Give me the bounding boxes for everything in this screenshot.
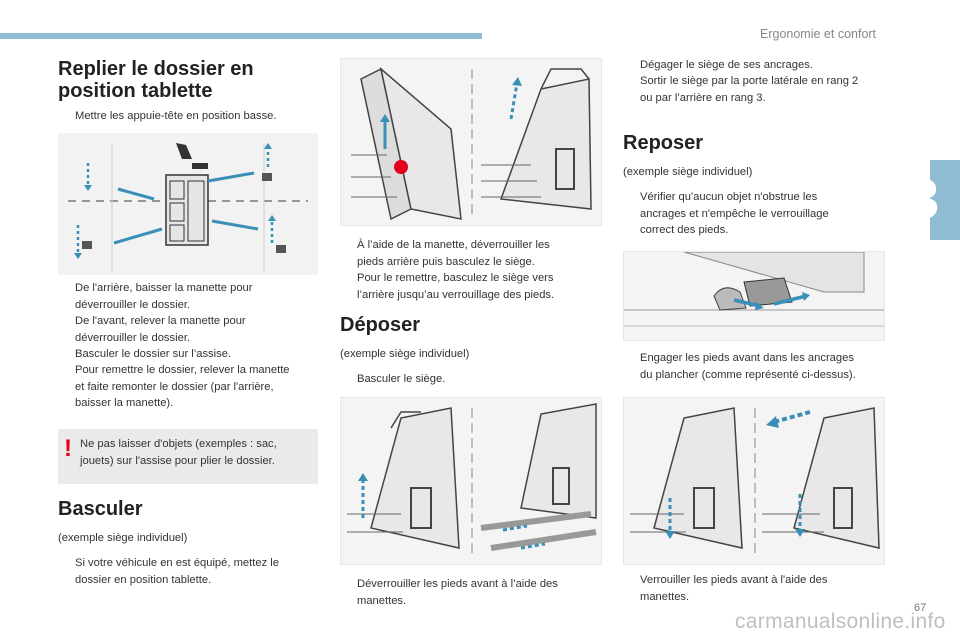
instruction-bullet: Basculer le siège.: [340, 371, 604, 388]
bullet-text: ou par l’arrière en rang 3.: [640, 91, 766, 104]
instruction-bullet: Si votre véhicule en est équipé, mettez …: [58, 555, 322, 588]
bullet-text: Dégager le siège de ses ancrages.: [640, 59, 813, 71]
bullet-text: dossier en position tablette.: [75, 573, 212, 586]
bullet-text: Basculer le siège.: [357, 373, 446, 385]
watermark: carmanualsonline.info: [735, 610, 946, 633]
bullet-text: De l'arrière, baisser la manette pour: [75, 282, 253, 294]
bullet-text: De l'avant, relever la manette pour: [75, 315, 246, 327]
warning-icon: !: [64, 435, 72, 462]
bullet-text: baisser la manette).: [75, 397, 174, 409]
instruction-bullet: Dégager le siège de ses ancrages.: [623, 57, 893, 74]
warning-line: jouets) sur l'assise pour plier le dossi…: [80, 454, 275, 467]
bullet-text: Pour remettre le dossier, relever la man…: [75, 364, 290, 376]
heading-line: position tablette: [58, 80, 213, 102]
instruction-bullet: De l'avant, relever la manette pour déve…: [58, 313, 322, 346]
bullet-text: pieds arrière puis basculez le siège.: [357, 255, 535, 268]
bullet-text: Mettre les appuie-tête en position basse…: [75, 110, 277, 122]
bullet-text: Basculer le dossier sur l’assise.: [75, 348, 232, 360]
warning-text: Ne pas laisser d'objets (exemples : sac,…: [80, 436, 312, 469]
instruction-bullet: Sortir le siège par la porte latérale en…: [623, 73, 893, 106]
instruction-bullet: À l’aide de la manette, déverrouiller le…: [340, 237, 604, 270]
bullet-text: Engager les pieds avant dans les ancrage…: [640, 352, 854, 364]
anchorage-illustration: [623, 251, 885, 341]
example-note: (exemple siège individuel): [58, 532, 188, 544]
section-heading-deposer: Déposer: [340, 314, 421, 336]
instruction-bullet: Mettre les appuie-tête en position basse…: [58, 108, 320, 125]
bullet-text: l’arrière jusqu’au verrouillage des pied…: [357, 288, 555, 301]
instruction-bullet: Vérifier qu'aucun objet n'obstrue les an…: [623, 189, 893, 239]
bullet-text: déverrouiller le dossier.: [75, 331, 191, 344]
instruction-bullet: Pour le remettre, basculez le siège vers…: [340, 270, 604, 303]
instruction-bullet: Verrouiller les pieds avant à l'aide des…: [623, 572, 893, 605]
section-heading-replier: Replier le dossier en position tablette: [58, 58, 254, 102]
example-note: (exemple siège individuel): [340, 348, 470, 360]
instruction-bullet: Basculer le dossier sur l’assise.: [58, 346, 322, 363]
bullet-text: Vérifier qu'aucun objet n'obstrue les: [640, 191, 818, 203]
seat-install-illustration: [623, 397, 885, 565]
seat-fold-illustration: [58, 133, 318, 275]
bullet-text: manettes.: [640, 590, 690, 603]
bullet-text: déverrouiller le dossier.: [75, 298, 191, 311]
section-heading-reposer: Reposer: [623, 132, 704, 154]
bullet-text: Pour le remettre, basculez le siège vers: [357, 272, 554, 284]
bullet-text: Sortir le siège par la porte latérale en…: [640, 75, 859, 87]
bullet-text: du plancher (comme représenté ci-dessus)…: [640, 368, 856, 381]
section-title: Ergonomie et confort: [760, 27, 877, 41]
seat-tilt-illustration: [340, 58, 602, 226]
header-accent-bar: [0, 33, 482, 39]
chapter-number: 3: [908, 167, 940, 230]
bullet-text: Verrouiller les pieds avant à l'aide des: [640, 574, 828, 586]
bullet-text: À l’aide de la manette, déverrouiller le…: [357, 239, 550, 251]
warning-line: Ne pas laisser d'objets (exemples : sac,: [80, 438, 277, 450]
bullet-text: Déverrouiller les pieds avant à l’aide d…: [357, 578, 558, 590]
bullet-text: correct des pieds.: [640, 224, 729, 236]
seat-removal-illustration: [340, 397, 602, 565]
warning-box: ! Ne pas laisser d'objets (exemples : sa…: [58, 429, 318, 484]
instruction-bullet: Déverrouiller les pieds avant à l’aide d…: [340, 576, 604, 609]
instruction-bullet: Pour remettre le dossier, relever la man…: [58, 362, 322, 412]
page-number: 67: [914, 602, 927, 614]
bullet-text: Si votre véhicule en est équipé, mettez …: [75, 557, 279, 569]
heading-line: Replier le dossier en: [58, 58, 254, 80]
bullet-text: ancrages et n'empêche le verrouillage: [640, 207, 829, 220]
instruction-bullet: Engager les pieds avant dans les ancrage…: [623, 350, 893, 383]
bullet-text: et faite remonter le dossier (par l'arri…: [75, 380, 274, 393]
example-note: (exemple siège individuel): [623, 166, 753, 178]
instruction-bullet: De l'arrière, baisser la manette pour dé…: [58, 280, 322, 313]
section-heading-basculer: Basculer: [58, 498, 143, 520]
chapter-tab: [930, 160, 960, 240]
bullet-text: manettes.: [357, 594, 407, 607]
